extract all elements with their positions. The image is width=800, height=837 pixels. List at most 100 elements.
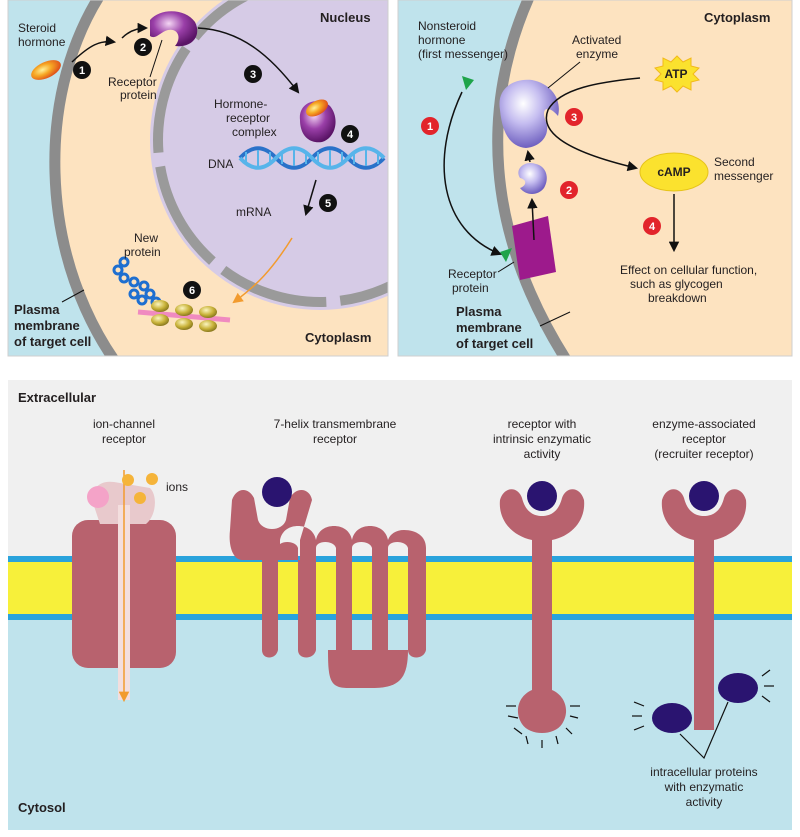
intrinsic-enzyme-receptor bbox=[499, 489, 585, 748]
panel-steroid-hormone: 1 2 3 4 5 6 Nucleus Cytoplasm Steroid ho… bbox=[8, 0, 388, 356]
ribosomes-icon bbox=[151, 300, 217, 332]
arrow-step3 bbox=[197, 27, 300, 94]
nuclear-envelope bbox=[153, 0, 388, 307]
step-badge-a2: 2 bbox=[134, 38, 152, 56]
panel-a-frame bbox=[7, 0, 389, 357]
atp-star-icon bbox=[654, 55, 700, 93]
membrane-label-b-3: of target cell bbox=[456, 336, 533, 351]
camp-icon bbox=[639, 152, 709, 192]
ions-icon bbox=[122, 473, 158, 504]
membrane-label-a-3: of target cell bbox=[14, 334, 91, 349]
step-badge-b2: 2 bbox=[560, 181, 578, 199]
arrow-step5 bbox=[303, 179, 317, 217]
arrow-b1 bbox=[443, 91, 502, 256]
intrinsic-label-3: activity bbox=[524, 447, 561, 461]
ion-channel-label-2: receptor bbox=[102, 432, 146, 446]
panel-receptor-classes: Extracellular Cytosol ion-channel recept… bbox=[8, 380, 792, 830]
svg-text:6: 6 bbox=[189, 285, 195, 297]
nonsteroid-label-2: hormone bbox=[418, 33, 466, 47]
steroid-hormone-icon bbox=[31, 60, 61, 80]
arrow-b2b bbox=[524, 149, 535, 163]
bound-hormone-icon bbox=[306, 99, 328, 117]
step-badge-a5: 5 bbox=[319, 194, 337, 212]
extracellular-label: Extracellular bbox=[18, 390, 96, 405]
complex-label-2: receptor bbox=[226, 111, 270, 125]
intracellular-label-3: activity bbox=[686, 795, 723, 809]
inactive-enzyme-icon bbox=[518, 162, 547, 194]
step-badge-a1: 1 bbox=[73, 61, 91, 79]
step-badge-b1: 1 bbox=[421, 117, 439, 135]
mrna-label: mRNA bbox=[236, 205, 271, 219]
intracellular-label-2: with enzymatic bbox=[664, 780, 744, 794]
seven-helix-receptor bbox=[229, 489, 426, 688]
steroid-hormone-label-2: hormone bbox=[18, 35, 66, 49]
ion-channel-receptor bbox=[72, 470, 176, 703]
atp-label: ATP bbox=[664, 67, 687, 81]
arrow-translation bbox=[232, 237, 293, 304]
svg-text:2: 2 bbox=[566, 185, 572, 197]
dna-label: DNA bbox=[208, 157, 233, 171]
new-protein-label-1: New bbox=[134, 231, 158, 245]
receptor-leader-line bbox=[149, 39, 163, 78]
receptor-protein-label-2: protein bbox=[120, 88, 157, 102]
step-badge-a6: 6 bbox=[183, 281, 201, 299]
receptor-b-leader bbox=[497, 261, 515, 273]
new-protein-label-2: protein bbox=[124, 245, 161, 259]
arrow-b2a bbox=[527, 197, 538, 241]
effect-label-2: such as glycogen bbox=[630, 277, 723, 291]
ligand-seven-helix bbox=[262, 477, 292, 507]
nonsteroid-label-3: (first messenger) bbox=[418, 47, 508, 61]
second-messenger-label-2: messenger bbox=[714, 169, 773, 183]
effect-label-1: Effect on cellular function, bbox=[620, 263, 757, 277]
protein-leader-lines bbox=[679, 701, 729, 760]
membrane-label-a-2: membrane bbox=[14, 318, 80, 333]
cytoplasm-region-b bbox=[497, 0, 792, 356]
activity-marks bbox=[632, 669, 774, 731]
receptor-protein-label-1: Receptor bbox=[108, 75, 157, 89]
membrane-leader-a bbox=[61, 289, 85, 303]
ion-channel-label-1: ion-channel bbox=[93, 417, 155, 431]
complex-label-1: Hormone- bbox=[214, 97, 267, 111]
panel-b-frame bbox=[397, 0, 793, 357]
membrane-leader-b bbox=[539, 311, 571, 327]
step-badge-b4: 4 bbox=[643, 217, 661, 235]
receptor-protein-b-icon bbox=[512, 216, 556, 280]
cytosol-label: Cytosol bbox=[18, 800, 66, 815]
enzyme-assoc-label-3: (recruiter receptor) bbox=[654, 447, 753, 461]
intracellular-protein-2 bbox=[718, 673, 758, 703]
ligand-enzyme-assoc bbox=[689, 481, 719, 511]
intracellular-label-1: intracellular proteins bbox=[650, 765, 757, 779]
dna-helix bbox=[238, 146, 386, 170]
activated-enzyme-label-2: enzyme bbox=[576, 47, 618, 61]
bound-hormone-b-icon bbox=[500, 248, 512, 262]
activated-enzyme-icon bbox=[499, 79, 559, 148]
seven-helix-label-2: receptor bbox=[313, 432, 357, 446]
nucleus-label: Nucleus bbox=[320, 10, 371, 25]
enzyme-assoc-label-2: receptor bbox=[682, 432, 726, 446]
ions-label: ions bbox=[166, 480, 188, 494]
svg-text:1: 1 bbox=[79, 65, 85, 77]
nonsteroid-hormone-icon bbox=[462, 76, 474, 90]
intrinsic-label-2: intrinsic enzymatic bbox=[493, 432, 591, 446]
receptor-protein-icon bbox=[150, 11, 198, 47]
ligand-ion-channel bbox=[87, 486, 109, 508]
effect-label-3: breakdown bbox=[648, 291, 707, 305]
ligand-intrinsic bbox=[527, 481, 557, 511]
enzyme-associated-receptor bbox=[661, 489, 747, 730]
membrane-label-a-1: Plasma bbox=[14, 302, 60, 317]
intrinsic-label-1: receptor with bbox=[508, 417, 577, 431]
enzyme-assoc-label-1: enzyme-associated bbox=[652, 417, 755, 431]
svg-text:4: 4 bbox=[649, 221, 656, 233]
svg-text:5: 5 bbox=[325, 198, 331, 210]
second-messenger-label-1: Second bbox=[714, 155, 755, 169]
panel-nonsteroid-hormone: ATP cAMP 1 2 3 4 Cytoplasm Nonsteroid ho… bbox=[398, 0, 792, 356]
intracellular-protein-1 bbox=[652, 703, 692, 733]
svg-text:4: 4 bbox=[347, 129, 354, 141]
enzyme-leader-line bbox=[547, 61, 581, 89]
plasma-membrane bbox=[49, 0, 119, 356]
seven-helix-label-1: 7-helix transmembrane bbox=[274, 417, 397, 431]
cytoplasm-label-b: Cytoplasm bbox=[704, 10, 770, 25]
arrow-step1 bbox=[71, 35, 117, 63]
